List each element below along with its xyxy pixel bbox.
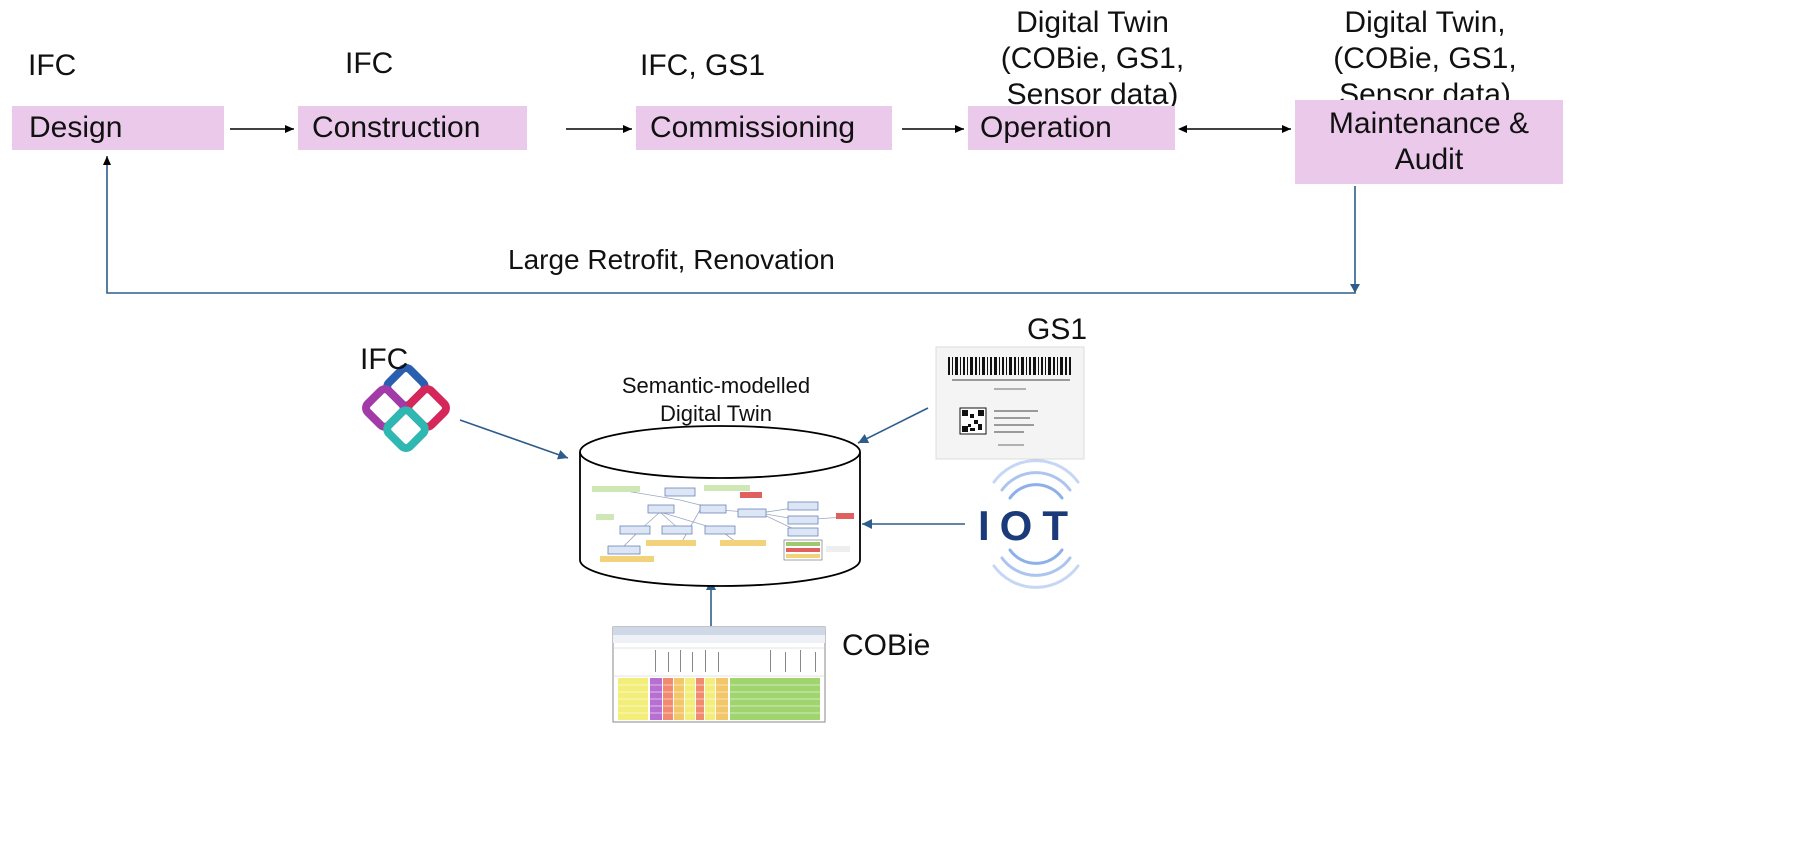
stage-design: Design (12, 106, 224, 150)
stage-commissioning: Commissioning (636, 106, 892, 150)
iot-label: IOT (978, 502, 1078, 549)
digital-twin-cylinder (579, 425, 861, 587)
design-annotation: IFC (28, 49, 77, 82)
feedback-loop-arrowhead (1350, 284, 1360, 293)
stage-design-label: Design (29, 111, 123, 144)
stage-maintenance: Maintenance & Audit (1295, 100, 1563, 184)
gs1-source-label: GS1 (1027, 313, 1088, 346)
feedback-loop-line (103, 156, 1356, 294)
hub-title: Semantic-modelled Digital Twin (606, 372, 826, 428)
stage-operation: Operation (968, 106, 1175, 150)
cobie-spreadsheet-icon (612, 626, 826, 723)
iot-icon (992, 459, 1080, 589)
knowledge-graph-icon (592, 485, 854, 562)
stage-construction-label: Construction (312, 111, 481, 144)
stage-maintenance-label: Maintenance & (1328, 107, 1530, 140)
maintenance-annotation: Digital Twin, (COBie, GS1, Sensor data) (1320, 5, 1530, 113)
stage-maintenance-label-2: Audit (1394, 143, 1464, 176)
maintenance-annotation-line1: Digital Twin, (1344, 6, 1506, 39)
operation-annotation-line3: Sensor data) (1006, 78, 1179, 111)
arrow-gs1-hub (857, 407, 929, 444)
hub-title-line2: Digital Twin (659, 401, 773, 426)
operation-annotation-line2: (COBie, GS1, (1000, 42, 1185, 75)
cobie-source-label: COBie (842, 629, 931, 662)
arrow-ifc-hub (459, 419, 569, 460)
feedback-label: Large Retrofit, Renovation (508, 244, 835, 275)
construction-annotation: IFC (345, 47, 394, 80)
gs1-label-icon (935, 346, 1085, 460)
maintenance-annotation-line2: (COBie, GS1, (1333, 42, 1517, 75)
operation-annotation-line1: Digital Twin (1016, 6, 1169, 39)
ifc-source-label: IFC (360, 343, 409, 376)
stage-operation-label: Operation (980, 111, 1112, 144)
stage-construction: Construction (298, 106, 527, 150)
ifc-logo-icon (362, 364, 450, 452)
stage-commissioning-label: Commissioning (650, 111, 856, 144)
commissioning-annotation: IFC, GS1 (640, 49, 766, 82)
hub-title-line1: Semantic-modelled (621, 373, 811, 398)
operation-annotation: Digital Twin (COBie, GS1, Sensor data) (990, 5, 1195, 113)
